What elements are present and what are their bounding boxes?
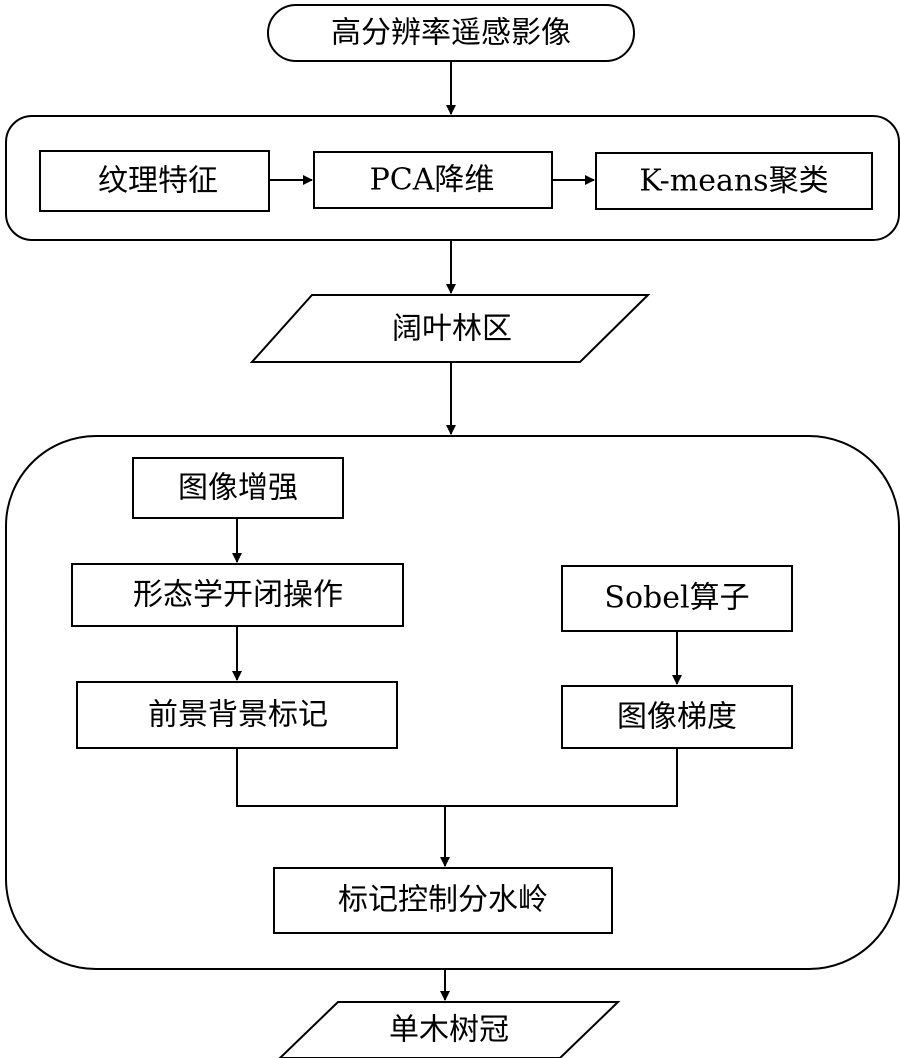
enhance-label: 图像增强 xyxy=(178,471,298,506)
clustering-group-box xyxy=(5,115,900,241)
segmentation-group-box xyxy=(5,435,900,970)
texture-feature-label: 纹理特征 xyxy=(98,164,218,199)
sobel-label: Sobel算子 xyxy=(604,581,749,616)
kmeans-box xyxy=(595,152,873,210)
watershed-label: 标记控制分水岭 xyxy=(338,883,548,918)
merge-connector xyxy=(236,748,678,807)
result-parallelogram xyxy=(278,1001,621,1058)
start-label: 高分辨率遥感影像 xyxy=(331,16,571,51)
gradient-label: 图像梯度 xyxy=(617,700,737,735)
marker-label: 前景背景标记 xyxy=(148,698,328,733)
watershed-box xyxy=(273,867,613,934)
pca-label: PCA降维 xyxy=(370,163,495,198)
kmeans-label: K-means聚类 xyxy=(639,164,828,199)
broadleaf-parallelogram xyxy=(249,294,651,363)
result-label: 单木树冠 xyxy=(389,1013,509,1048)
morph-label: 形态学开闭操作 xyxy=(133,578,343,613)
broadleaf-label: 阔叶林区 xyxy=(392,312,512,347)
